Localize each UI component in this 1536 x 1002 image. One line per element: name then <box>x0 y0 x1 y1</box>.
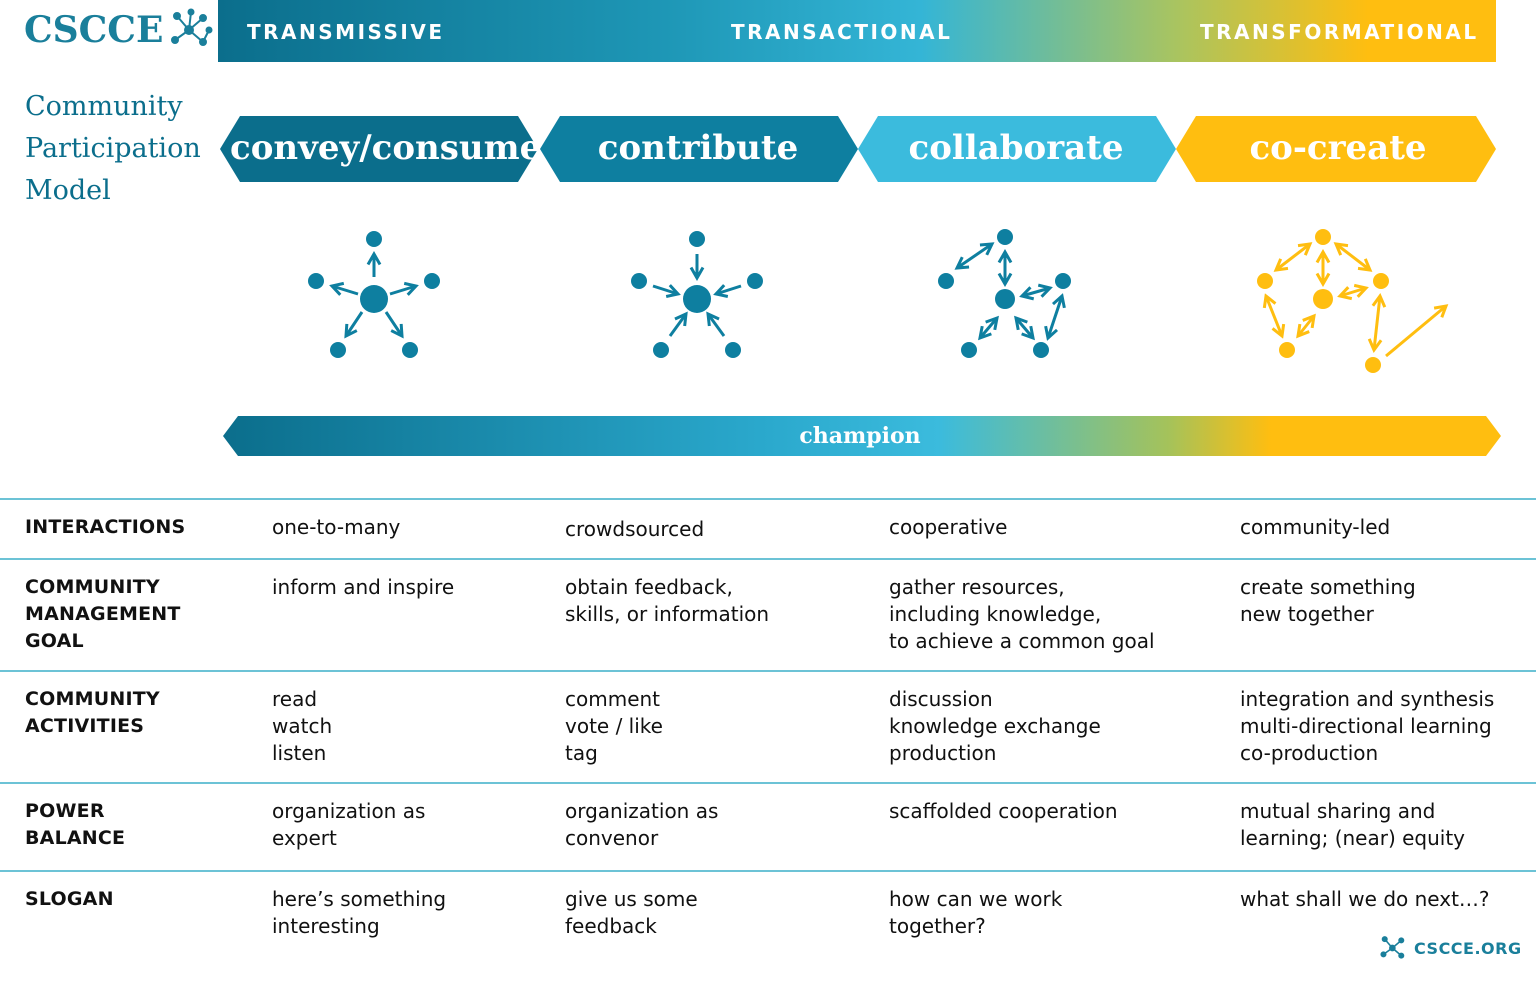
champion-label: champion <box>799 423 921 449</box>
stage-label-collaborate: collaborate <box>908 128 1124 168</box>
table-row-interactions: INTERACTIONS one-to-many crowdsourced co… <box>0 498 1536 558</box>
logo-text: CSCCE <box>24 9 164 51</box>
table-row-power: POWER BALANCE organization as expert org… <box>0 782 1536 870</box>
table-cell: read watch listen <box>272 687 333 765</box>
stage-label-cocreate: co-create <box>1249 128 1427 168</box>
row-header: SLOGAN <box>25 888 114 910</box>
table-cell: organization as expert <box>272 799 426 850</box>
table-cell: community-led <box>1240 515 1391 539</box>
model-title: Community Participation Model <box>25 91 201 206</box>
row-header: INTERACTIONS <box>25 516 186 538</box>
table-cell: one-to-many <box>272 515 401 539</box>
network-icon-contribute <box>652 254 742 337</box>
table-cell: here’s something interesting <box>272 887 447 938</box>
table-cell: obtain feedback, skills, or information <box>565 575 770 626</box>
table-cell: mutual sharing and learning; (near) equi… <box>1240 799 1466 850</box>
row-header: COMMUNITY MANAGEMENT GOAL <box>25 576 181 652</box>
table-row-slogan: SLOGAN here’s something interesting give… <box>0 870 1536 962</box>
network-icon-cocreate <box>1262 242 1449 358</box>
footer-link[interactable]: CSCCE.ORG <box>1378 934 1522 962</box>
spectrum-label-transformational: TRANSFORMATIONAL <box>1200 20 1479 44</box>
table-cell: organization as convenor <box>565 799 719 850</box>
table-cell: crowdsourced <box>565 517 705 541</box>
network-icon-collaborate <box>954 242 1066 341</box>
spectrum-label-transmissive: TRANSMISSIVE <box>247 20 445 44</box>
table-cell: how can we work together? <box>889 887 1063 938</box>
stage-label-convey: convey/consume <box>230 128 542 168</box>
row-header: POWER BALANCE <box>25 800 126 849</box>
network-logo-icon <box>1380 936 1405 959</box>
table-cell: inform and inspire <box>272 575 455 599</box>
spectrum-label-transactional: TRANSACTIONAL <box>731 20 953 44</box>
table-cell: what shall we do next…? <box>1240 887 1490 911</box>
network-logo-icon <box>171 8 213 46</box>
table-cell: create something new together <box>1240 575 1416 626</box>
row-header: COMMUNITY ACTIVITIES <box>25 688 160 737</box>
table-cell: gather resources, including knowledge, t… <box>889 575 1155 653</box>
table-cell: integration and synthesis multi-directio… <box>1240 687 1495 765</box>
cscce-logo: CSCCE <box>24 8 213 52</box>
table-cell: cooperative <box>889 515 1008 539</box>
table-cell: scaffolded cooperation <box>889 799 1118 823</box>
participation-spectrum-bar: TRANSMISSIVE TRANSACTIONAL TRANSFORMATIO… <box>218 0 1496 62</box>
table-row-activities: COMMUNITY ACTIVITIES read watch listen c… <box>0 670 1536 782</box>
table-cell: discussion knowledge exchange production <box>889 687 1101 765</box>
stage-label-contribute: contribute <box>597 128 799 168</box>
network-icon-convey <box>329 250 419 339</box>
footer-url: CSCCE.ORG <box>1414 938 1522 958</box>
table-cell: comment vote / like tag <box>565 687 663 765</box>
table-row-goal: COMMUNITY MANAGEMENT GOAL inform and ins… <box>0 558 1536 670</box>
table-cell: give us some feedback <box>565 887 698 938</box>
comparison-table: INTERACTIONS one-to-many crowdsourced co… <box>0 498 1536 962</box>
